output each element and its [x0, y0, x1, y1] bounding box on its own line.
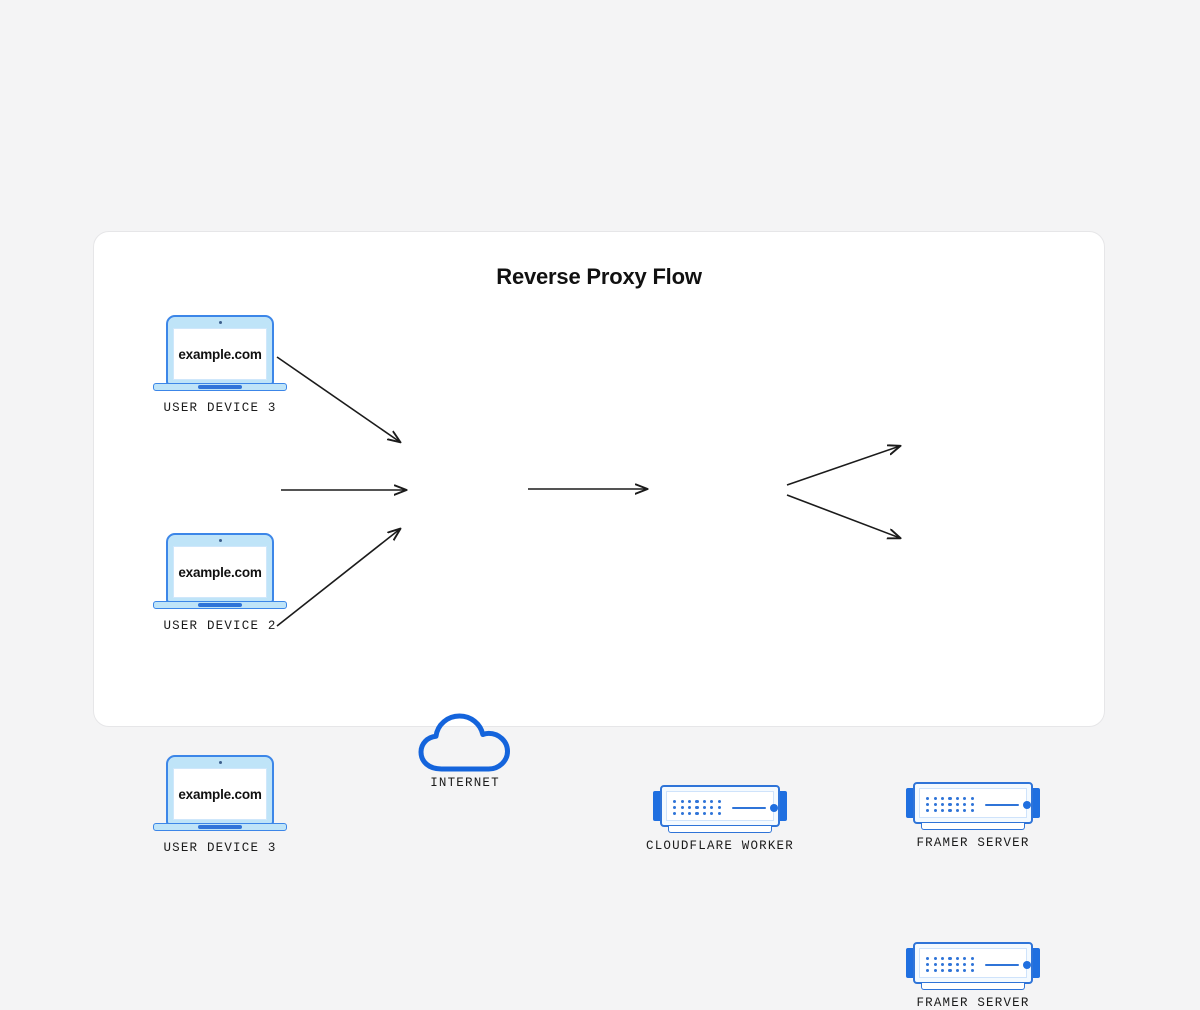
node-label-user-device-3: USER DEVICE 3: [163, 841, 277, 855]
laptop-screen: example.com: [173, 546, 267, 598]
node-framer-server-1[interactable]: FRAMER SERVER: [906, 782, 1040, 850]
laptop-notch-icon: [198, 385, 242, 389]
laptop-screen-text: example.com: [178, 346, 262, 362]
laptop-lid-icon: example.com: [166, 315, 274, 385]
laptop-lid-icon: example.com: [166, 755, 274, 825]
connector-worker-to-origin2: [786, 494, 900, 538]
laptop-camera-icon: [218, 321, 222, 324]
connector-device3-to-internet: [276, 529, 400, 627]
node-framer-server-2[interactable]: FRAMER SERVER: [906, 942, 1040, 1010]
server-vent-dots-icon: [671, 798, 723, 817]
connector-device1-to-internet: [276, 356, 400, 442]
laptop-screen-text: example.com: [178, 564, 262, 580]
laptop-notch-icon: [198, 825, 242, 829]
connector-worker-to-origin1: [786, 446, 900, 486]
node-label-user-device-2: USER DEVICE 2: [163, 619, 277, 633]
node-user-device-1[interactable]: example.com USER DEVICE 3: [153, 315, 287, 415]
server-led-icon: [1023, 801, 1031, 809]
node-label-internet: INTERNET: [430, 776, 500, 790]
node-label-user-device-1: USER DEVICE 3: [163, 401, 277, 415]
connector-layer: [276, 356, 1106, 627]
node-user-device-3[interactable]: example.com USER DEVICE 3: [153, 755, 287, 855]
server-led-icon: [1023, 961, 1031, 969]
server-body-icon: [913, 942, 1033, 984]
diagram-stage: example.com USER DEVICE 3 example.com US…: [94, 232, 1106, 1010]
laptop-camera-icon: [218, 761, 222, 764]
server-body-icon: [660, 785, 780, 827]
node-label-framer-server-1: FRAMER SERVER: [916, 836, 1030, 850]
server-slot-icon: [732, 807, 766, 809]
laptop-screen: example.com: [173, 768, 267, 820]
server-vent-dots-icon: [924, 955, 976, 974]
laptop-lid-icon: example.com: [166, 533, 274, 603]
server-vent-dots-icon: [924, 795, 976, 814]
node-cloudflare-worker[interactable]: CLOUDFLARE WORKER: [646, 785, 793, 853]
diagram-page: Reverse Proxy Flow: [93, 231, 1106, 1010]
laptop-camera-icon: [218, 539, 222, 542]
server-foot-icon: [921, 983, 1025, 990]
diagram-card: Reverse Proxy Flow: [93, 231, 1106, 1010]
page-title: Reverse Proxy Flow: [496, 264, 702, 289]
laptop-screen: example.com: [173, 328, 267, 380]
server-body-icon: [913, 782, 1033, 824]
server-slot-icon: [985, 804, 1019, 806]
server-foot-icon: [921, 823, 1025, 830]
node-label-cloudflare-worker: CLOUDFLARE WORKER: [646, 839, 794, 853]
laptop-screen-text: example.com: [178, 786, 262, 802]
server-slot-icon: [985, 964, 1019, 966]
server-foot-icon: [668, 826, 772, 833]
node-user-device-2[interactable]: example.com USER DEVICE 2: [153, 533, 287, 633]
node-label-framer-server-2: FRAMER SERVER: [916, 996, 1030, 1010]
laptop-notch-icon: [198, 603, 242, 607]
server-led-icon: [770, 804, 778, 812]
cloud-icon: [418, 713, 510, 772]
node-internet[interactable]: INTERNET: [417, 712, 513, 790]
